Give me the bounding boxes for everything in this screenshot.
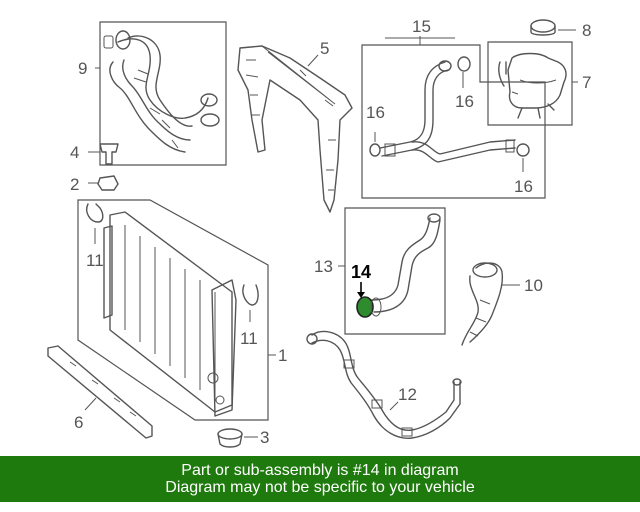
label-11-right: 11 — [240, 329, 258, 348]
label-9: 9 — [78, 59, 87, 78]
part-1-frame — [77, 199, 269, 421]
expansion-tank — [507, 52, 567, 109]
radiator-baffle — [237, 45, 353, 213]
banner-line-2: Diagram may not be specific to your vehi… — [165, 479, 475, 496]
bracket-11-right — [242, 284, 259, 306]
label-3: 3 — [260, 428, 269, 447]
hose-end-clamp — [115, 30, 131, 50]
label-6: 6 — [74, 413, 83, 432]
banner-line-1: Part or sub-assembly is #14 in diagram — [181, 462, 459, 479]
part-1-group: 1 11 11 — [77, 199, 287, 421]
label-13: 13 — [314, 257, 333, 276]
part-7-group: 7 8 — [487, 19, 591, 126]
o-ring-right — [516, 143, 530, 157]
label-12: 12 — [398, 385, 417, 404]
part-10-group: 10 — [461, 262, 543, 346]
o-ring-top — [457, 56, 471, 72]
label-16-right: 16 — [514, 177, 533, 196]
part-5-group: 5 — [237, 39, 353, 213]
long-hose — [311, 330, 455, 431]
part-14-highlight — [356, 296, 374, 318]
lower-hose — [469, 262, 504, 343]
part-13-frame — [344, 207, 446, 335]
bracket-11-left — [86, 203, 104, 223]
part-2-group: 2 — [70, 175, 119, 194]
info-banner: Part or sub-assembly is #14 in diagram D… — [0, 456, 640, 502]
nut — [97, 175, 119, 191]
push-pin-clip — [99, 143, 119, 165]
coolant-pipe — [379, 61, 446, 149]
label-16-top: 16 — [455, 92, 474, 111]
tank-cap — [530, 19, 556, 33]
part-13-group: 13 14 — [314, 207, 446, 335]
label-16-left: 16 — [366, 103, 385, 122]
part-7-frame — [487, 41, 573, 126]
part-9-group: 9 — [78, 21, 227, 166]
label-15: 15 — [412, 17, 431, 36]
label-1: 1 — [278, 346, 287, 365]
part-9-frame — [99, 21, 227, 166]
part-12-group: 12 — [306, 330, 462, 439]
label-14: 14 — [351, 262, 371, 282]
drain-plug — [217, 428, 243, 440]
upper-hose — [117, 38, 209, 119]
air-deflector — [47, 345, 153, 439]
label-10: 10 — [524, 276, 543, 295]
label-7: 7 — [582, 73, 591, 92]
label-5: 5 — [320, 39, 329, 58]
part-6-group: 6 — [47, 345, 153, 439]
label-8: 8 — [582, 21, 591, 40]
radiator-hose — [371, 217, 431, 301]
part-15-frame — [361, 44, 546, 199]
label-2: 2 — [70, 175, 79, 194]
part-4-group: 4 — [70, 143, 119, 165]
label-11-left: 11 — [86, 251, 104, 270]
part-3-group: 3 — [217, 428, 269, 448]
parts-diagram: 9 5 15 16 16 16 — [47, 17, 591, 448]
label-4: 4 — [70, 143, 79, 162]
o-ring-left — [369, 143, 381, 157]
part-15-group: 15 16 16 16 — [361, 17, 546, 199]
